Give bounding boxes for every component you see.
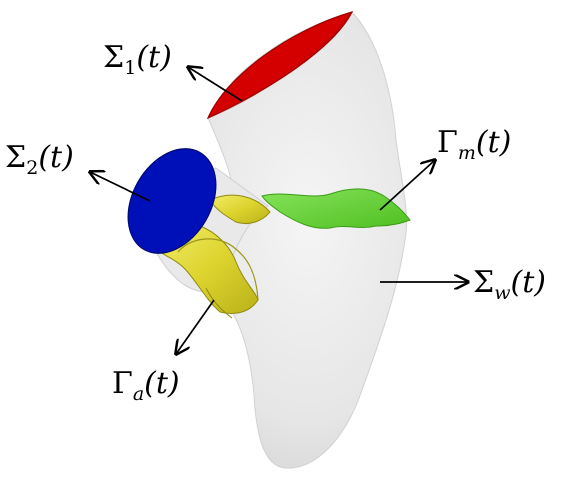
arrow-gamma-m <box>379 160 435 211</box>
mitral-valve-surface <box>261 188 411 229</box>
inlet-sigma2-disk <box>127 148 217 254</box>
arrow-sigma1 <box>188 67 243 102</box>
arrow-sigma2 <box>90 172 151 202</box>
label-gamma-a: Γa(t) <box>112 366 180 405</box>
label-sigma-w: Σw(t) <box>473 265 546 304</box>
label-sigma2: Σ2(t) <box>5 140 74 179</box>
aortic-valve-leaflets <box>157 194 271 319</box>
annotation-arrows <box>90 67 468 354</box>
arrow-gamma-a <box>176 299 215 354</box>
label-sigma1: Σ1(t) <box>103 40 172 79</box>
label-gamma-m: Γm(t) <box>437 125 511 164</box>
